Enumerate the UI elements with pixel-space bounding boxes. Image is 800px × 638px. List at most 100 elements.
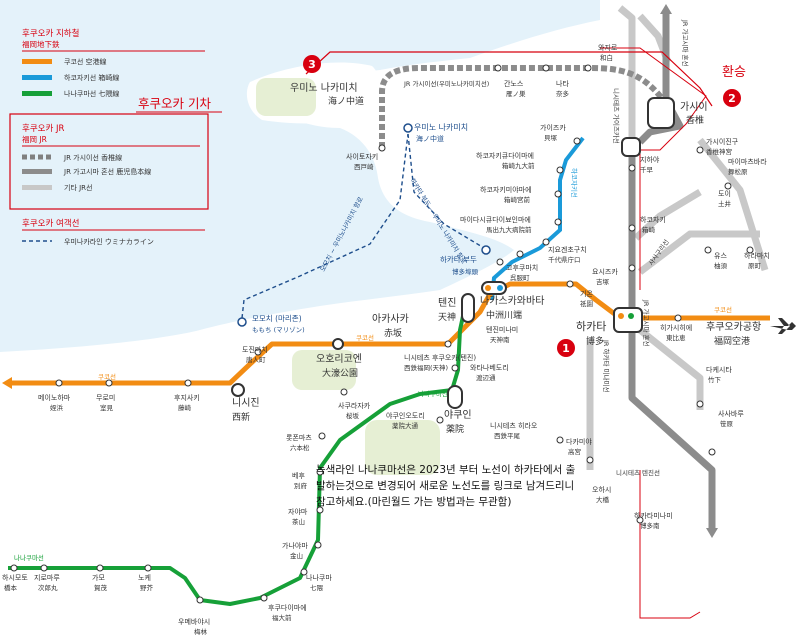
station-hakata-pier-ja: 博多埠頭 [452,267,479,276]
station-dots [10,64,754,604]
marker-3: 3 [303,55,321,73]
route-change-note: 녹색라인 나나쿠마선은 2023년 부터 노선이 하카타에서 출발하는것으로 변… [316,464,576,508]
station-chihaya: 지하야 [640,155,660,164]
station-ohashi-ja: 大橋 [596,495,610,504]
station-yakuinodori-ja: 薬院大通 [392,421,419,430]
nishitetsu-line-2 [639,470,701,619]
major-stations [231,97,675,409]
legend-ferry-title: 후쿠오카 여객선 [22,218,79,229]
station-tenjinminami: 텐진미나미 [486,325,518,334]
station-fukudai: 후쿠다이마에 [268,603,307,612]
station-watanabe-ja: 渡辺通 [476,373,496,382]
station-tojinmachi: 도진마치 [242,345,268,354]
station-momochi-ja: ももち (マリゾン) [252,326,305,334]
station-ohori: 오호리코엔 [316,353,362,365]
station-tenjin: 텐진 [438,297,456,309]
station-hakozakimiya: 하코자키미야마에 [480,185,532,194]
jr-other-lines [586,5,769,470]
nanakuma-line [8,301,468,606]
station-sakurazaka-ja: 桜坂 [346,411,360,420]
jr-kagoshima-line-arrow [706,528,718,538]
station-umebayashi-ja: 梅林 [194,627,208,636]
jr-kashii-line [379,65,675,148]
jr-hakata-minami-label: JR 하카타 미나미선 [602,339,611,392]
station-nishijin-ja: 西新 [232,411,250,423]
station-noke-ja: 野芥 [140,583,154,592]
station-meinohama: 메이노하마 [38,393,71,402]
station-chiyo-ja: 千代県庁口 [548,255,581,264]
legend-subway-title-ja: 福岡地下鉄 [22,39,60,49]
station-labels: 우미노 나카미치 海ノ中道 우미노 나카미치 海ノ中道 사이토자키 西戸崎 간노… [2,43,770,636]
station-hakataminami: 하카타미나미 [634,511,673,520]
transfer-label: 환승 [722,65,746,80]
jr-kagoshima-line [628,10,716,530]
sea-area [0,0,600,352]
station-fujisaki-ja: 藤崎 [178,403,192,412]
station-maidashi: 마이다시큐다이뵤인마에 [460,215,531,224]
station-sasabaru: 사사바루 [718,409,744,418]
station-chayama-ja: 茶山 [292,517,305,526]
station-hashimoto-ja: 橋本 [4,583,18,592]
station-gion: 기온 [580,289,593,298]
legend-line-ferry: 우미나카라인 ウミナカライン [64,237,154,246]
station-watanabe: 와타나베도리 [470,363,509,372]
station-maidashi-ja: 馬出九大病院前 [486,225,532,234]
station-hakozakikyudai-ja: 箱崎九大前 [502,161,535,170]
station-hakozaki-jr-ja: 箱崎 [642,225,656,234]
legend-line-jr-kashii: JR 가시이선 香椎線 [63,153,122,162]
station-fujisaki: 후지사키 [174,393,200,402]
ferry-station-momochi [237,317,247,327]
legend-line-kuko: 쿠코선 空港線 [64,57,107,66]
legend-swatch-jr-other [22,185,52,190]
station-kamo: 가모 [92,573,105,582]
station-hakozakimiya-ja: 箱崎宮前 [504,195,531,204]
station-sasabaru-ja: 笹原 [720,419,734,428]
station-akasaka-ja: 赤坂 [384,328,402,339]
station-nata-ja: 奈多 [556,89,570,98]
park-area-2 [365,420,440,475]
station-yakuin: 야쿠인 [444,409,472,421]
station-nishitetsu-tenjin: 니시테츠 후쿠오카(텐진) [404,353,476,362]
station-nishitetsu-hirao-ja: 西鉄平尾 [494,431,521,440]
kuko-line [8,281,770,386]
station-umino-jr: 우미노 나카미치 [290,82,358,94]
ferry-station-umino [403,123,413,133]
ferry-route-momochi [241,133,409,319]
legend-jr-title: 후쿠오카 JR [22,124,64,134]
station-yoshizuka-ja: 吉塚 [596,277,610,286]
station-chiyo: 지요겐초구치 [548,245,587,254]
nishitetsu-kaizuka-label: 니시테츠 가이즈카선 [612,88,621,144]
station-kashii: 가시이 [680,101,708,113]
transfer-highlight [305,51,713,107]
station-ohori-ja: 大濠公園 [322,367,358,379]
station-kaizuka-ja: 貝塚 [544,133,558,142]
marker-1: 1 [557,339,575,357]
ohori-park-area [292,350,356,390]
station-kashiijingu: 가시이진구 [706,137,739,146]
station-befu: 베후 [292,471,305,480]
station-yusu-ja: 柚須 [714,261,728,270]
station-umino-jr-ja: 海ノ中道 [328,95,364,107]
station-wajiro: 와지로 [598,43,618,52]
station-doi-ja: 土井 [718,199,732,208]
station-hakozakikyudai: 하코자키큐다이마에 [476,151,534,160]
station-meinohama-ja: 姪浜 [50,403,64,412]
svg-text:1: 1 [562,342,570,355]
legend-line-hakozaki: 하코자키선 箱崎線 [64,73,119,82]
station-jiromaru-ja: 次郎丸 [38,583,58,592]
station-gannosu-ja: 雁ノ巣 [506,89,526,98]
station-airport: 후쿠오카공항 [706,321,761,333]
station-kanayama: 가나야마 [282,541,308,550]
station-nishitetsu-hirao: 니시테츠 히라오 [490,421,538,430]
station-saitozaki-ja: 西戸崎 [354,162,374,171]
station-kamo-ja: 賀茂 [94,583,108,592]
station-gannosu: 간노스 [504,79,524,88]
station-nakasu: 나카스카와바타 [480,295,544,307]
station-jiromaru: 지로마루 [34,573,60,582]
station-takeshita-ja: 竹下 [708,375,722,384]
legend: 후쿠오카 지하철 福岡地下鉄 쿠코선 空港線 하코자키선 箱崎線 나나쿠마선 七… [9,28,209,246]
nanakuma-line-label: 나나쿠마선 [14,553,44,562]
station-umino-port-ja: 海ノ中道 [416,134,444,143]
